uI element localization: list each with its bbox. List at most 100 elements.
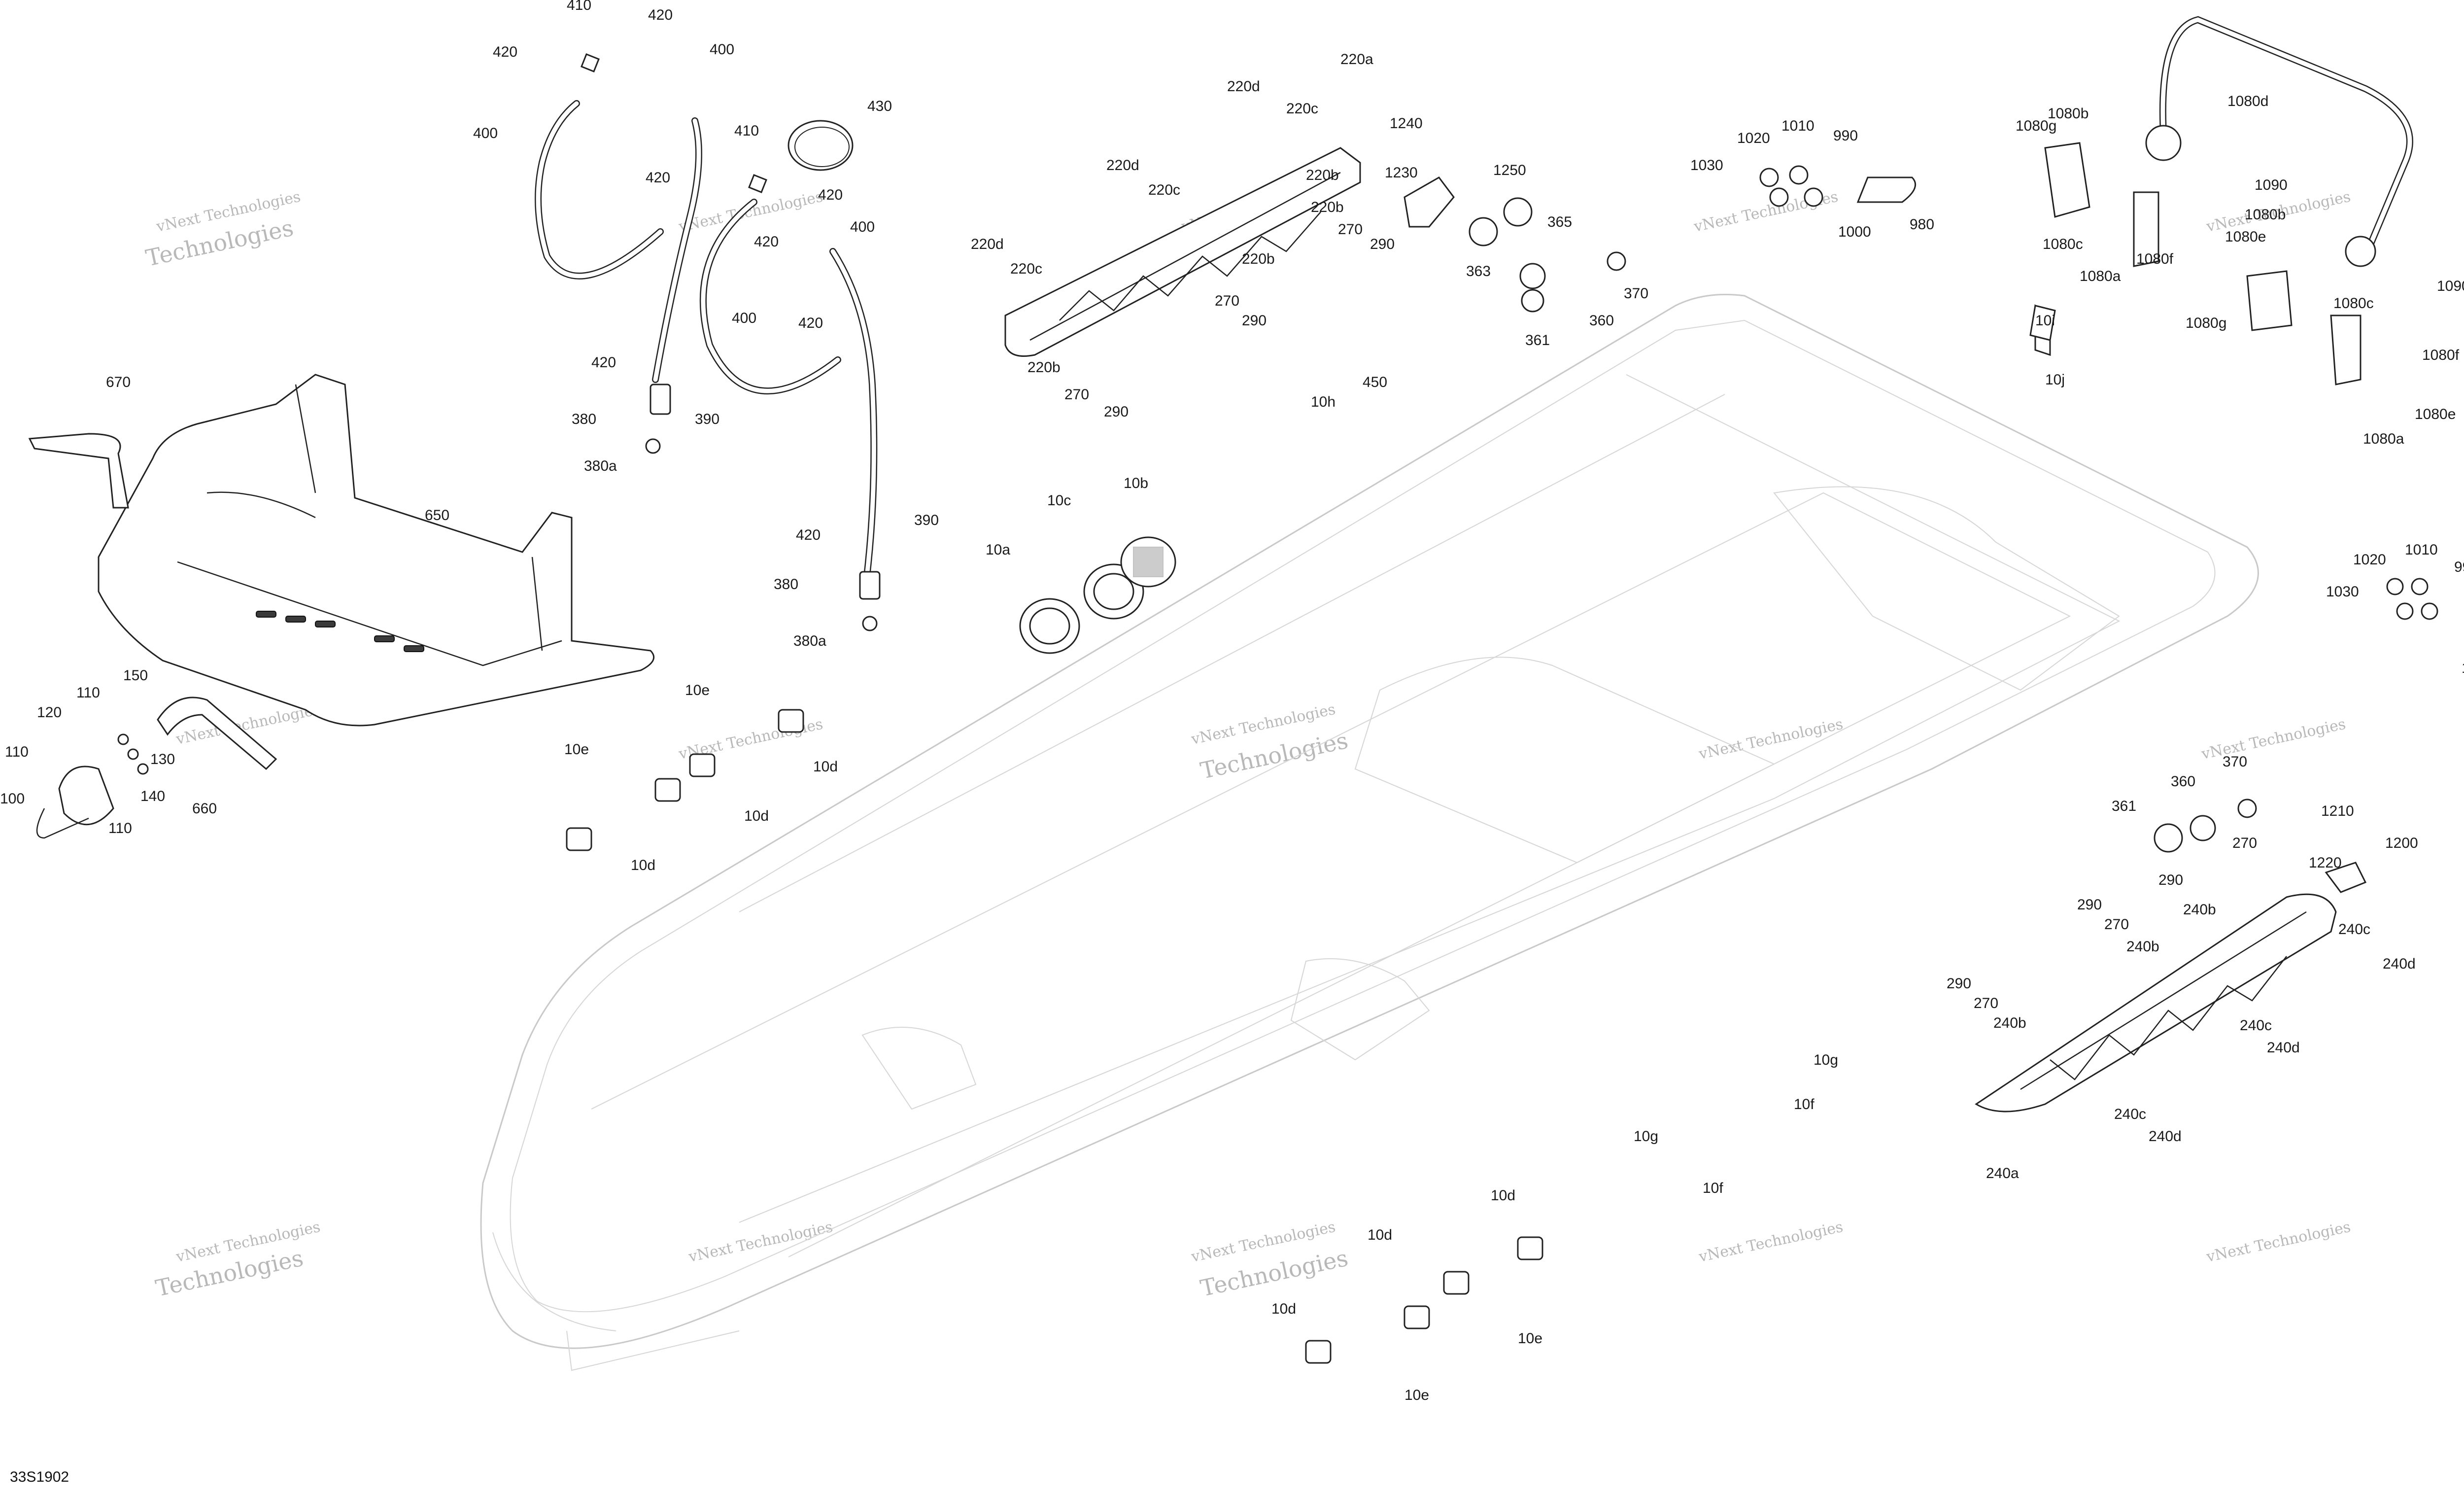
callout-label: 270 (1338, 221, 1363, 238)
callout-label: 380a (584, 458, 617, 474)
callout-label: 365 (1547, 214, 1572, 230)
callout-label: 670 (106, 374, 131, 390)
callout-label: 1080a (2080, 268, 2121, 284)
callout-label: 380a (793, 633, 826, 649)
callout-label: 240b (1993, 1015, 2026, 1031)
callout-label: 410 (734, 123, 759, 139)
callout-label: 420 (796, 527, 821, 543)
callout-label: 420 (646, 170, 670, 186)
callout-label: 110 (108, 820, 132, 836)
bracket-group-right (2386, 578, 2438, 620)
callout-label: 1090 (2437, 278, 2464, 294)
callout-label: 1030 (1690, 157, 1723, 174)
callout-label: 130 (150, 751, 175, 767)
callout-label: 420 (798, 315, 823, 331)
callout-label: 1220 (2309, 855, 2342, 871)
diagram-code: 33S1902 (10, 1469, 69, 1485)
callout-label: 1090 (2255, 177, 2288, 193)
watermark-small: vNext Technologies (686, 1218, 834, 1266)
callout-label: 1240 (1390, 115, 1423, 132)
callout-label: 1080c (2333, 295, 2374, 312)
callout-label: 360 (1589, 313, 1614, 329)
callout-label: 1080e (2225, 229, 2266, 245)
callout-label: 1080b (2048, 105, 2088, 122)
callout-label: 1080f (2136, 251, 2174, 267)
callout-label: 1010 (2405, 542, 2438, 558)
callout-label: 220a (1340, 51, 1373, 68)
callout-label: 1010 (1781, 118, 1814, 134)
callout-label: 10e (1518, 1330, 1542, 1347)
callout-label: 10b (1124, 475, 1148, 491)
callout-label: 240c (2240, 1017, 2272, 1034)
callout-label: 1000 (2462, 660, 2464, 676)
callout-label: 1080d (2227, 93, 2268, 109)
callout-labels: 410 420 420 400 430 400 410 420 420 420 … (0, 0, 2464, 1403)
callout-label: 400 (732, 310, 756, 326)
callout-label: 270 (2232, 835, 2257, 851)
callout-label: 1080b (2245, 207, 2286, 223)
hose-assembly (535, 53, 881, 631)
callout-label: 1080c (2043, 236, 2083, 252)
strip-240a (1975, 799, 2367, 1113)
callout-label: 1230 (1385, 165, 1418, 181)
watermark-group: vNext Technologies Technologies vNext Te… (143, 188, 2352, 1302)
watermark-small: vNext Technologies (1697, 1218, 1845, 1266)
callout-label: 10h (1311, 394, 1335, 410)
callout-label: 240d (2149, 1128, 2182, 1145)
callout-label: 420 (818, 187, 843, 203)
callout-label: 10d (631, 857, 655, 873)
callout-label: 380 (572, 411, 596, 427)
callout-label: 270 (1064, 386, 1089, 403)
callout-label: 990 (1833, 128, 1858, 144)
callout-label: 370 (2223, 754, 2247, 770)
callout-label: 1200 (2385, 835, 2418, 851)
callout-label: 290 (1947, 975, 1971, 992)
callout-label: 1250 (1493, 162, 1526, 178)
callout-label: 361 (1525, 332, 1550, 348)
callout-label: 220c (1286, 101, 1318, 117)
callout-label: 220b (1027, 359, 1061, 376)
callout-label: 100 (0, 791, 25, 807)
callout-label: 140 (140, 788, 165, 804)
callout-label: 240c (2338, 921, 2370, 938)
callout-label: 150 (123, 667, 148, 684)
watermark-small: vNext Technologies (2199, 716, 2347, 763)
callout-label: 660 (192, 800, 217, 817)
callout-label: 220d (971, 236, 1004, 252)
callout-label: 10e (685, 682, 710, 698)
callout-label: 240b (2126, 939, 2159, 955)
callout-label: 980 (1910, 216, 1934, 233)
callout-label: 270 (1215, 293, 1239, 309)
callout-label: 10e (564, 741, 589, 758)
callout-label: 240d (2267, 1040, 2300, 1056)
handle-strip-220a (1004, 147, 1361, 357)
callout-label: 1080e (2415, 406, 2456, 422)
callout-label: 10g (1634, 1128, 1658, 1145)
callout-label: 290 (1104, 404, 1129, 420)
callout-label: 1020 (1737, 130, 1770, 146)
callout-label: 220b (1311, 199, 1344, 215)
callout-label: 390 (695, 411, 719, 427)
callout-label: 290 (1370, 236, 1395, 252)
fitting-parts (1403, 176, 1626, 313)
callout-label: 363 (1466, 263, 1491, 279)
callout-label: 270 (2104, 916, 2129, 933)
callout-label: 380 (774, 576, 798, 592)
callout-label: 400 (473, 125, 498, 141)
callout-label: 10d (1271, 1301, 1296, 1317)
callout-label: 1020 (2353, 552, 2386, 568)
callout-label: 410 (567, 0, 591, 13)
callout-label: 1080a (2363, 431, 2404, 447)
callout-label: 1030 (2326, 584, 2359, 600)
callout-label: 270 (1974, 995, 1998, 1011)
callout-label: 990 (2454, 559, 2464, 575)
callout-label: 220b (1242, 251, 1275, 267)
watermark-small: vNext Technologies (2204, 1218, 2352, 1266)
hull-outline (480, 294, 2259, 1371)
callout-label: 120 (37, 704, 62, 721)
callout-label: 10f (1703, 1180, 1723, 1196)
callout-label: 10f (1794, 1096, 1814, 1113)
cover-parts-10abc (1019, 536, 1176, 654)
callout-label: 10d (1368, 1227, 1392, 1243)
clip-parts (566, 305, 2056, 1364)
